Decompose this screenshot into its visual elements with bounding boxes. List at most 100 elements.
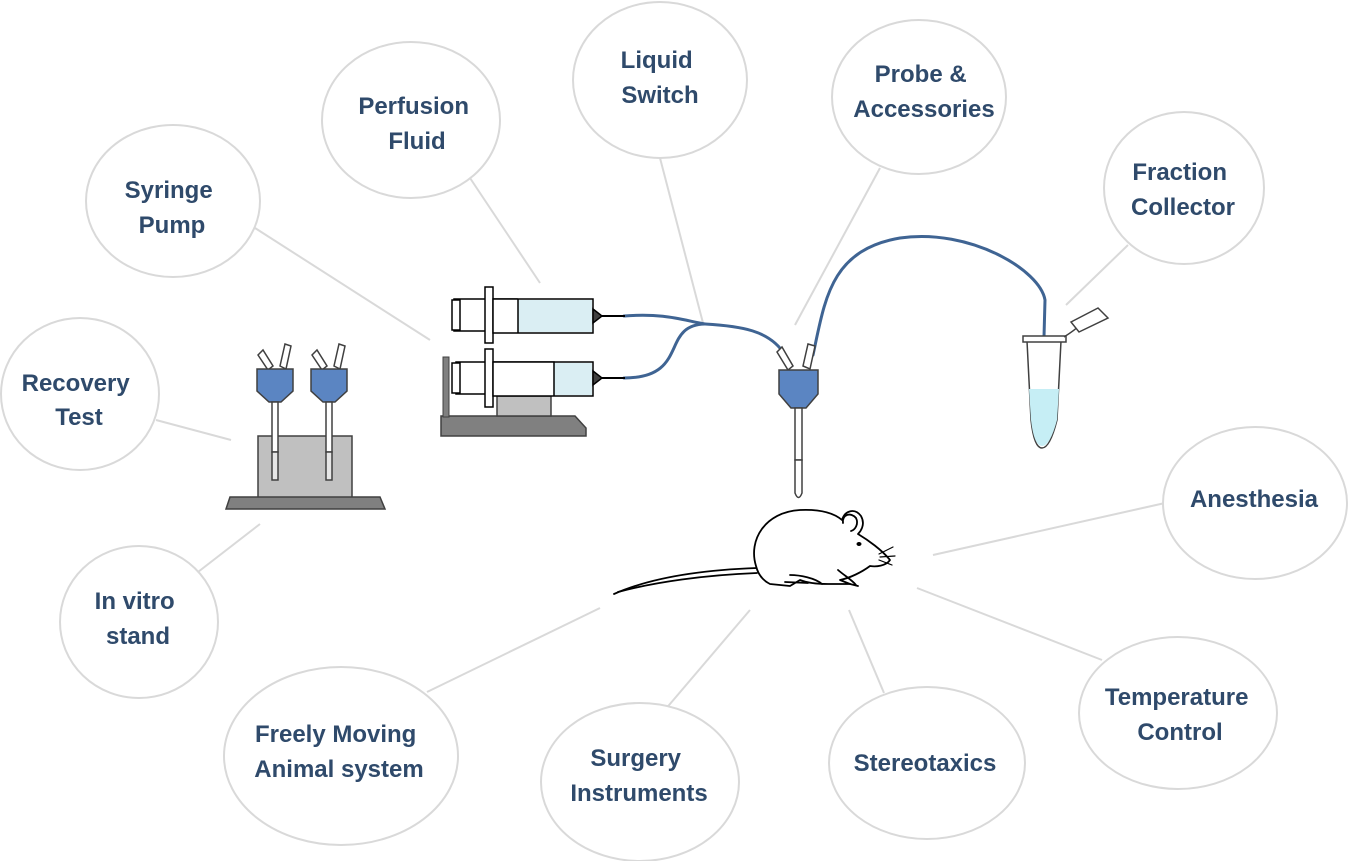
label-in-vitro-stand: In vitro stand (95, 588, 182, 650)
label-line: Probe & (875, 61, 967, 88)
probe-shaft (325, 401, 333, 453)
syringe-pump-icon (440, 286, 625, 437)
mouse-eye (856, 542, 862, 546)
bubble-surgery-instruments[interactable] (540, 702, 740, 861)
bubble-in-vitro-stand[interactable] (59, 545, 219, 699)
microdialysis-probe-icon (776, 343, 819, 499)
probe-outlet (802, 343, 816, 371)
label-line: Fraction (1132, 159, 1227, 186)
label-line: Perfusion (358, 93, 469, 120)
tubing-probe-outlet (811, 235, 1047, 357)
bubble-syringe-pump[interactable] (85, 124, 261, 278)
label-recovery-test: Recovery Test (22, 370, 137, 431)
connector-stereotaxics (848, 609, 885, 694)
bubble-freely-moving[interactable] (223, 666, 459, 846)
label-line: Collector (1131, 194, 1235, 221)
connector-anesthesia (932, 502, 1166, 556)
syringe-fluid (554, 363, 592, 395)
probe-inlet (311, 348, 328, 372)
label-syringe-pump: Syringe Pump (125, 177, 220, 239)
connector-syringe-pump (254, 227, 431, 341)
probe-membrane (325, 451, 333, 481)
tube-fluid (1029, 389, 1059, 446)
connector-freely-moving (426, 607, 601, 693)
label-anesthesia: Anesthesia (1190, 486, 1319, 513)
lower-syringe (451, 348, 625, 408)
plunger-flange (451, 299, 461, 331)
fraction-tube-icon (1022, 307, 1110, 449)
barrel-flange (484, 286, 494, 344)
label-temperature-control: Temperature Control (1105, 684, 1255, 746)
label-line: In vitro (95, 588, 175, 615)
label-line: Control (1137, 719, 1222, 746)
pump-base (440, 415, 587, 437)
label-stereotaxics: Stereotaxics (854, 750, 997, 777)
label-line: Instruments (570, 780, 707, 807)
bubble-probe-accessories[interactable] (831, 19, 1007, 175)
bubble-anesthesia[interactable] (1162, 426, 1348, 580)
probe-outlet (333, 343, 346, 371)
label-line: Switch (621, 82, 698, 109)
pump-post (442, 356, 450, 418)
label-freely-moving: Freely Moving Animal system (254, 721, 423, 783)
bubble-perfusion-fluid[interactable] (321, 41, 501, 199)
tubing-icon (622, 235, 1047, 380)
tube-cap (1069, 307, 1110, 333)
label-line: Accessories (853, 96, 994, 123)
probe-shaft (271, 401, 279, 453)
label-line: stand (106, 623, 170, 650)
label-surgery-instruments: Surgery Instruments (570, 745, 707, 807)
stand-probe-left (256, 343, 294, 481)
label-line: Recovery (22, 370, 131, 397)
pump-carriage (496, 395, 552, 417)
upper-syringe (451, 286, 625, 344)
probe-membrane (271, 451, 279, 481)
stand-probe-right (310, 343, 348, 481)
mouse-tail (613, 567, 758, 595)
bubble-temperature-control[interactable] (1078, 636, 1278, 790)
mouse-hind-leg (784, 574, 823, 585)
tubing-to-probe (703, 322, 787, 357)
bubble-liquid-switch[interactable] (572, 1, 748, 159)
connector-perfusion-fluid (469, 177, 541, 284)
connector-in-vitro-stand (197, 523, 261, 573)
label-line: Surgery (590, 745, 681, 772)
bubble-fraction-collector[interactable] (1103, 111, 1265, 265)
mouse-whiskers (878, 546, 896, 566)
syringe-tip (592, 369, 604, 387)
connector-temperature-control (916, 587, 1103, 661)
mouse-icon (613, 508, 896, 595)
probe-outlet (279, 343, 292, 371)
connector-lines (155, 157, 1166, 712)
mouse-body (753, 508, 891, 587)
bubble-stereotaxics[interactable] (828, 686, 1026, 840)
probe-shaft (794, 407, 803, 461)
bubble-recovery-test[interactable] (0, 317, 160, 471)
mouse-tail-inner (617, 572, 758, 593)
label-fraction-collector: Fraction Collector (1131, 159, 1235, 221)
syringe-fluid (518, 300, 592, 332)
probe-membrane (794, 459, 803, 499)
probe-head (256, 368, 294, 403)
label-line: Liquid (621, 47, 693, 74)
mouse-front-paw (837, 569, 859, 587)
tubing-lower-syringe (622, 322, 707, 380)
connector-surgery-instruments (663, 609, 751, 712)
mouse-ear (842, 513, 858, 532)
probe-inlet (776, 345, 794, 372)
label-line: Temperature (1105, 684, 1249, 711)
connector-probe-accessories (794, 167, 881, 326)
probe-head (778, 369, 819, 409)
connector-liquid-switch (659, 157, 704, 324)
label-line: Fluid (388, 128, 445, 155)
syringe-tip (592, 307, 604, 325)
stand-base (224, 496, 387, 510)
probe-head (310, 368, 348, 403)
tube-rim (1022, 335, 1067, 343)
label-probe-accessories: Probe & Accessories (853, 61, 994, 123)
connector-fraction-collector (1065, 244, 1129, 306)
connector-recovery-test (155, 419, 232, 441)
label-line: Test (55, 404, 103, 431)
barrel-flange (484, 348, 494, 408)
